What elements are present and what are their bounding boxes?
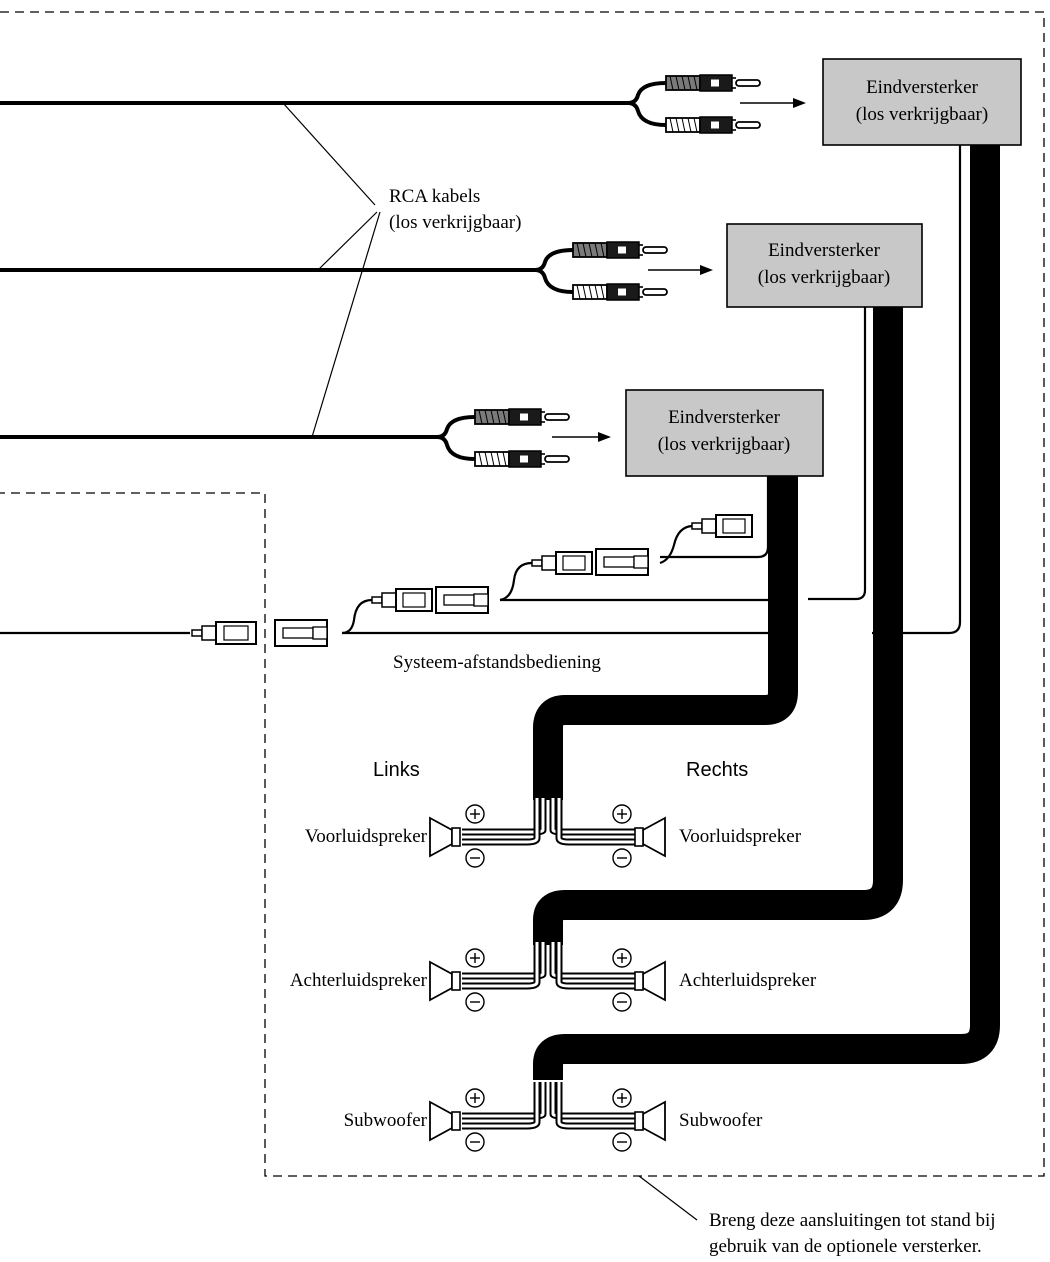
rca-plug-groups (435, 74, 761, 468)
outer-dashed-border (0, 11, 1045, 1177)
amplifier-1-subtitle: (los verkrijgbaar) (856, 104, 988, 125)
amplifier-2-subtitle: (los verkrijgbaar) (758, 267, 890, 288)
speaker-cable-amp-3 (533, 476, 798, 800)
minus-terminal-icon (465, 1132, 485, 1152)
plus-terminal-icon (612, 1088, 632, 1108)
note-line-1: Breng deze aansluitingen tot stand bij (709, 1210, 996, 1231)
amplifier-3-subtitle: (los verkrijgbaar) (658, 434, 790, 455)
speaker-cable-amp-2 (533, 307, 903, 945)
rca-split-2 (533, 241, 668, 301)
arrow-to-amp-2 (648, 265, 713, 275)
remote-wire-branch-3 (659, 524, 693, 565)
subwoofer-left-label: Subwoofer (344, 1110, 428, 1131)
rca-cables-label: RCA kabels (389, 186, 480, 207)
rear-speaker-left-label: Achterluidspreker (290, 970, 428, 991)
remote-wire-amp-2 (808, 307, 867, 601)
speaker-cable-amp-1 (533, 145, 1000, 1080)
speaker-pair-2 (429, 942, 666, 1012)
minus-terminal-icon (612, 848, 632, 868)
plus-terminal-icon (612, 948, 632, 968)
rear-left-speaker-icon (429, 948, 485, 1012)
speaker-pairs (429, 798, 666, 1152)
remote-plug-3 (531, 551, 593, 575)
front-speaker-left-label: Voorluidspreker (305, 826, 428, 847)
plus-terminal-icon (465, 804, 485, 824)
rca-plug-bottom (572, 283, 668, 301)
remote-socket-3 (595, 548, 649, 576)
system-remote-label: Systeem-afstandsbediening (393, 652, 601, 673)
minus-terminal-icon (612, 1132, 632, 1152)
amplifier-3-title: Eindversterker (668, 407, 781, 428)
front-speaker-right-label: Voorluidspreker (679, 826, 802, 847)
rca-plug-top (474, 408, 570, 426)
plus-terminal-icon (612, 804, 632, 824)
minus-terminal-icon (465, 992, 485, 1012)
amplifier-2-title: Eindversterker (768, 240, 881, 261)
minus-terminal-icon (465, 848, 485, 868)
subwoofer-right-speaker-icon (612, 1088, 666, 1152)
rca-plug-top (665, 74, 761, 92)
arrow-to-amp-1 (740, 98, 806, 108)
plus-terminal-icon (465, 1088, 485, 1108)
arrow-to-amp-3 (552, 432, 611, 442)
amplifier-3: Eindversterker (los verkrijgbaar) (625, 389, 824, 477)
left-side-label: Links (373, 759, 420, 781)
speaker-pair-1 (429, 798, 666, 868)
rca-split-3 (435, 408, 570, 468)
plus-terminal-icon (465, 948, 485, 968)
remote-socket-2 (435, 586, 489, 614)
front-right-speaker-icon (612, 804, 666, 868)
rca-plug-bottom (665, 116, 761, 134)
rca-label-leaders (282, 102, 381, 438)
remote-plug-2 (371, 588, 433, 612)
front-left-speaker-icon (429, 804, 485, 868)
right-side-label: Rechts (686, 759, 748, 781)
remote-wire-amp-1 (872, 145, 962, 635)
remote-wire-branch-2 (499, 561, 533, 602)
amplifier-1-title: Eindversterker (866, 77, 979, 98)
remote-plug-4 (691, 514, 753, 538)
amplifier-1: Eindversterker (los verkrijgbaar) (822, 58, 1022, 146)
note-leader (638, 1175, 698, 1221)
rear-right-speaker-icon (612, 948, 666, 1012)
rca-split-1 (626, 74, 761, 134)
amplifier-2: Eindversterker (los verkrijgbaar) (726, 223, 923, 308)
subwoofer-left-speaker-icon (429, 1088, 485, 1152)
speaker-pair-3 (429, 1082, 666, 1152)
remote-socket-1 (274, 619, 328, 647)
rca-plug-bottom (474, 450, 570, 468)
minus-terminal-icon (612, 992, 632, 1012)
rear-speaker-right-label: Achterluidspreker (679, 970, 817, 991)
rca-cables-label-sub: (los verkrijgbaar) (389, 212, 521, 233)
rca-plug-top (572, 241, 668, 259)
remote-wire-branch-1 (341, 598, 373, 635)
note-line-2: gebruik van de optionele versterker. (709, 1236, 982, 1257)
remote-plug-left (191, 621, 257, 645)
subwoofer-right-label: Subwoofer (679, 1110, 763, 1131)
